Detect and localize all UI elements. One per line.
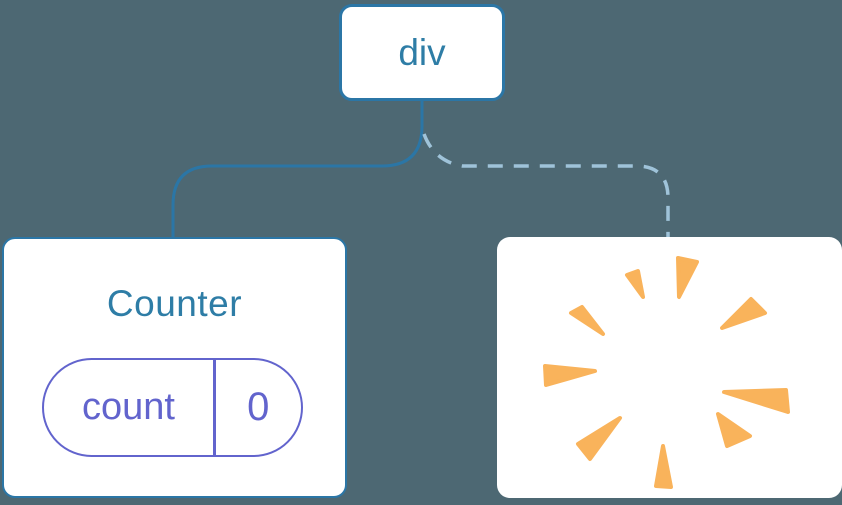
burst-ray	[576, 416, 622, 461]
burst-ray	[543, 364, 597, 387]
state-value-label: 0	[247, 385, 270, 429]
burst-ray	[625, 269, 645, 299]
burst-ray	[676, 256, 699, 299]
burst-ray	[720, 297, 767, 330]
state-name-label: count	[82, 386, 175, 428]
tree-node-counter: Counter count 0	[2, 237, 347, 498]
pill-divider	[213, 360, 216, 455]
burst-ray	[654, 444, 673, 489]
tree-node-removed	[497, 237, 842, 498]
link-div-to-counter	[171, 98, 424, 240]
burst-ray	[569, 305, 605, 336]
counter-component-title: Counter	[106, 283, 243, 324]
burst-ray	[716, 412, 752, 448]
burst-ray	[722, 388, 790, 414]
state-pill: count 0	[42, 358, 303, 457]
link-div-to-removed	[422, 133, 670, 238]
tree-node-div: div	[339, 4, 505, 101]
poof-burst-icon	[543, 256, 790, 489]
node-div-label: div	[398, 31, 446, 73]
